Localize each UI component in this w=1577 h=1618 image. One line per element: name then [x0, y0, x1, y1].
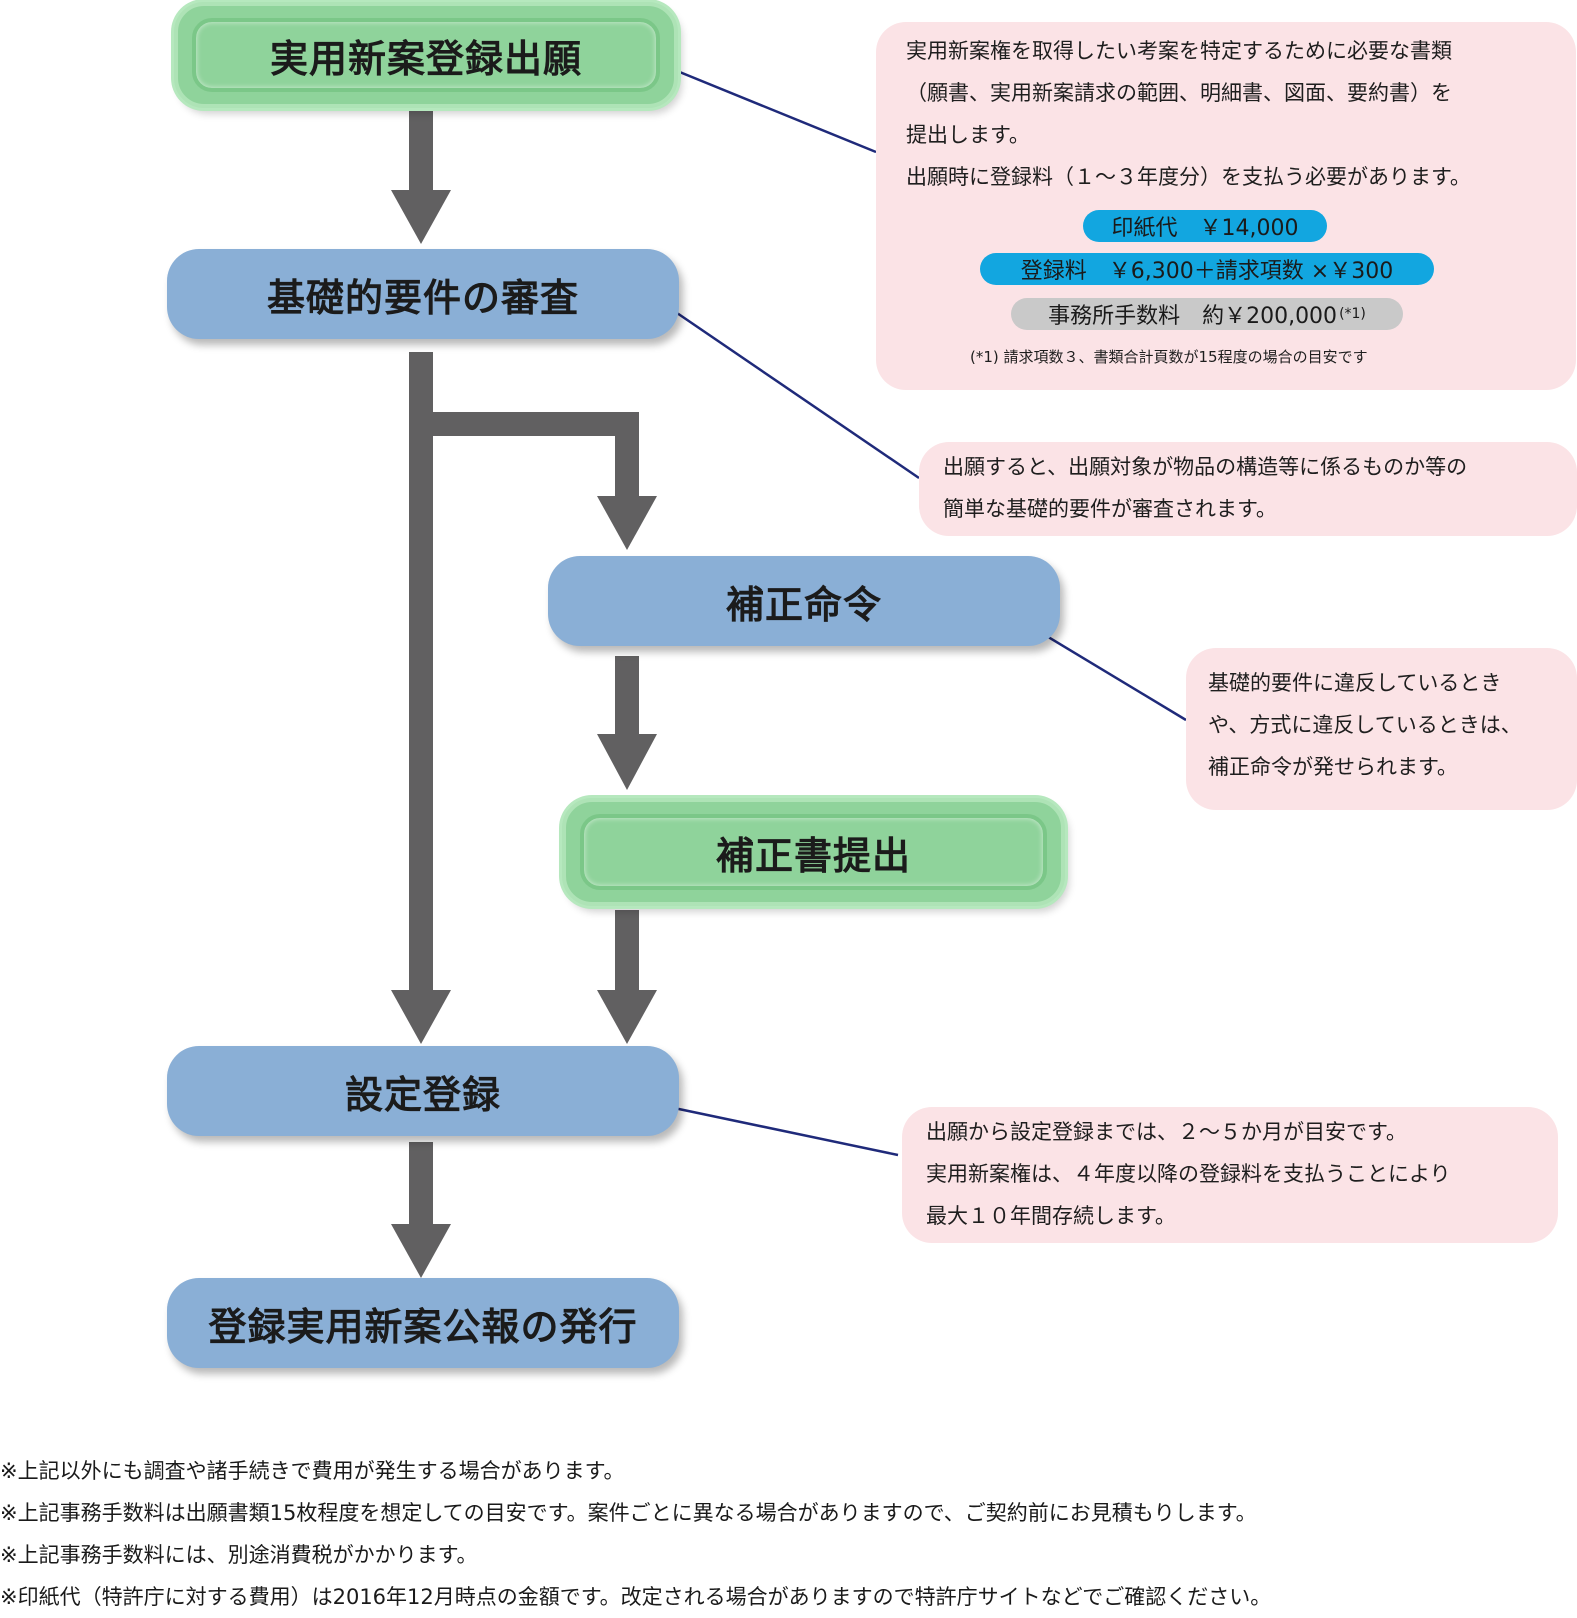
callout-application-line-2: （願書、実用新案請求の範囲、明細書、図面、要約書）を — [906, 81, 1452, 105]
fee-note: (*1) 請求項数３、書類合計頁数が15程度の場合の目安です — [970, 348, 1368, 366]
callout-application-line-1: 実用新案権を取得したい考案を特定するために必要な書類 — [906, 39, 1452, 63]
callout-registration-line-2: 実用新案権は、４年度以降の登録料を支払うことにより — [926, 1162, 1451, 1186]
callout-application: 実用新案権を取得したい考案を特定するために必要な書類 （願書、実用新案請求の範囲… — [876, 22, 1576, 390]
footnote-3: ※上記事務手数料には、別途消費税がかかります。 — [0, 1543, 478, 1567]
node-correction-order-label: 補正命令 — [725, 582, 882, 627]
node-amendment-submission: 補正書提出 — [562, 798, 1065, 906]
footnote-1: ※上記以外にも調査や諸手続きで費用が発生する場合があります。 — [0, 1459, 625, 1483]
fee-registration: 登録料 ￥6,300＋請求項数 ×￥300 — [980, 253, 1434, 285]
node-basic-exam: 基礎的要件の審査 — [167, 249, 679, 339]
footnote-2: ※上記事務手数料は出願書類15枚程度を想定しての目安です。案件ごとに異なる場合が… — [0, 1501, 1257, 1525]
callout-registration-line-1: 出願から設定登録までは、２～５か月が目安です。 — [926, 1120, 1407, 1144]
fee-agent: 事務所手数料 約￥200,000 (*1) — [1011, 298, 1403, 330]
node-correction-order: 補正命令 — [548, 556, 1060, 646]
arrow-amendment-to-registration — [597, 910, 657, 1044]
node-application-label: 実用新案登録出願 — [269, 36, 582, 81]
callout-basic-exam-line-2: 簡単な基礎的要件が審査されます。 — [943, 497, 1277, 521]
callout-registration: 出願から設定登録までは、２～５か月が目安です。 実用新案権は、４年度以降の登録料… — [902, 1107, 1558, 1243]
arrow-exam-to-registration — [391, 352, 451, 1044]
callout-registration-line-3: 最大１０年間存続します。 — [926, 1204, 1176, 1228]
callout-correction-order-line-3: 補正命令が発せられます。 — [1208, 755, 1458, 779]
node-publication-label: 登録実用新案公報の発行 — [208, 1304, 638, 1349]
callout-correction-order-line-1: 基礎的要件に違反しているとき — [1208, 671, 1502, 695]
fee-stamp-label: 印紙代 ￥14,000 — [1111, 216, 1299, 241]
fee-stamp: 印紙代 ￥14,000 — [1083, 210, 1327, 242]
connector-correction-order — [1024, 621, 1187, 722]
arrow-exam-to-correction-order — [409, 412, 657, 550]
arrow-correction-to-amendment — [597, 656, 657, 790]
callout-basic-exam: 出願すると、出願対象が物品の構造等に係るものか等の 簡単な基礎的要件が審査されま… — [919, 442, 1577, 536]
callout-basic-exam-line-1: 出願すると、出願対象が物品の構造等に係るものか等の — [943, 455, 1468, 479]
callout-correction-order-line-2: や、方式に違反しているときは、 — [1208, 713, 1522, 737]
footnotes: ※上記以外にも調査や諸手続きで費用が発生する場合があります。 ※上記事務手数料は… — [0, 1450, 1271, 1618]
callout-correction-order: 基礎的要件に違反しているとき や、方式に違反しているときは、 補正命令が発せられ… — [1186, 648, 1577, 810]
node-registration-label: 設定登録 — [344, 1072, 501, 1117]
node-amendment-submission-label: 補正書提出 — [715, 833, 911, 878]
callout-application-line-4: 出願時に登録料（１～３年度分）を支払う必要があります。 — [906, 165, 1471, 189]
footnote-4: ※印紙代（特許庁に対する費用）は2016年12月時点の金額です。改定される場合が… — [0, 1585, 1272, 1609]
node-publication: 登録実用新案公報の発行 — [167, 1278, 679, 1368]
fee-registration-label: 登録料 ￥6,300＋請求項数 ×￥300 — [1020, 259, 1394, 284]
arrow-registration-to-publication — [391, 1142, 451, 1278]
node-application: 実用新案登録出願 — [174, 2, 678, 108]
fee-agent-mark: (*1) — [1339, 306, 1366, 322]
connector-registration — [654, 1102, 899, 1157]
node-basic-exam-label: 基礎的要件の審査 — [266, 275, 579, 320]
fee-agent-label: 事務所手数料 約￥200,000 — [1048, 304, 1338, 329]
node-registration: 設定登録 — [167, 1046, 679, 1136]
arrow-application-to-exam — [391, 108, 451, 244]
connector-basic-exam — [654, 296, 920, 480]
callout-application-line-3: 提出します。 — [906, 123, 1030, 147]
